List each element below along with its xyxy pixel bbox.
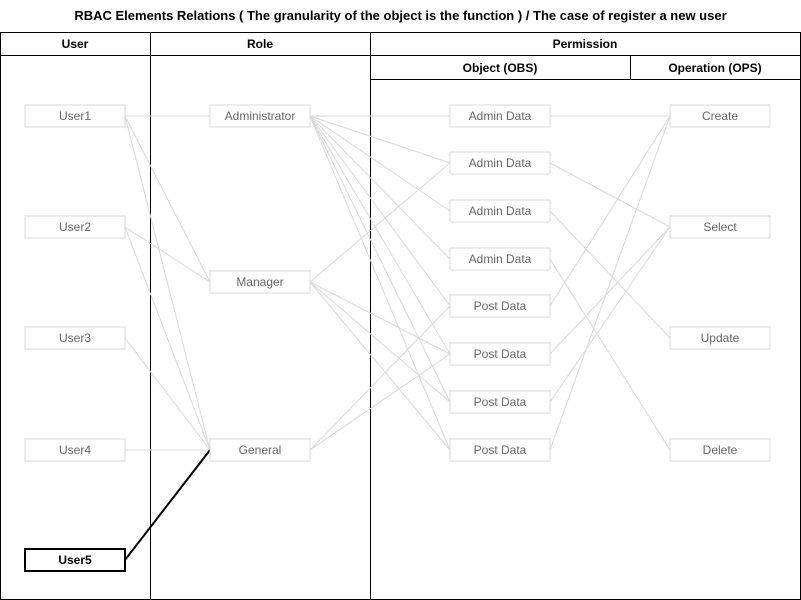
role-object-edge — [309, 305, 451, 451]
diagram-title: RBAC Elements Relations ( The granularit… — [74, 8, 727, 23]
object-node-label: Admin Data — [469, 109, 532, 123]
header-object: Object (OBS) — [463, 61, 538, 75]
header-user: User — [62, 37, 89, 51]
object-node-label: Admin Data — [469, 252, 532, 266]
object-node-box — [449, 247, 551, 271]
user-node-label: User2 — [59, 220, 91, 234]
user-node-label: User4 — [59, 443, 91, 457]
object-node-label: Post Data — [474, 347, 527, 361]
role-object-edge — [309, 115, 451, 355]
object-node-box — [449, 294, 551, 318]
user-node-box — [24, 438, 126, 462]
object-node-label: Admin Data — [469, 204, 532, 218]
user-node: User3 — [24, 326, 126, 350]
user-node: User5 — [24, 548, 126, 572]
user-role-edge — [124, 337, 211, 451]
object-node-box — [449, 390, 551, 414]
role-object-edge — [309, 353, 451, 451]
object-node: Admin Data — [449, 199, 551, 223]
role-node-label: Manager — [236, 275, 283, 289]
user-role-edge — [124, 226, 211, 451]
operation-node-label: Delete — [703, 443, 738, 457]
operation-node: Update — [669, 326, 771, 350]
header-role: Role — [247, 37, 273, 51]
object-node-label: Post Data — [474, 443, 527, 457]
role-object-edge — [309, 281, 451, 355]
object-node: Post Data — [449, 342, 551, 366]
operation-node: Create — [669, 104, 771, 128]
user-node: User2 — [24, 215, 126, 239]
role-object-edge — [309, 115, 451, 260]
object-node-box — [449, 104, 551, 128]
object-node: Admin Data — [449, 247, 551, 271]
operation-node: Delete — [669, 438, 771, 462]
object-operation-edge — [549, 226, 671, 403]
user-node-box — [24, 104, 126, 128]
object-node: Post Data — [449, 390, 551, 414]
role-node: Manager — [209, 270, 311, 294]
role-object-edge — [309, 115, 451, 307]
user-role-edge — [124, 115, 211, 283]
object-node: Post Data — [449, 438, 551, 462]
operation-node-label: Create — [702, 109, 738, 123]
role-node-label: Administrator — [225, 109, 296, 123]
role-node-box — [209, 270, 311, 294]
object-node-label: Admin Data — [469, 156, 532, 170]
user-node-box — [24, 326, 126, 350]
role-node: Administrator — [209, 104, 311, 128]
role-object-edge — [309, 115, 451, 212]
user-role-edge — [124, 226, 211, 283]
operation-node-label: Select — [703, 220, 737, 234]
header-permission: Permission — [553, 37, 618, 51]
object-node-box — [449, 438, 551, 462]
role-object-edge — [309, 281, 451, 403]
operation-node-box — [669, 438, 771, 462]
object-node-label: Post Data — [474, 395, 527, 409]
object-operation-edge — [549, 226, 671, 355]
object-operation-edge — [549, 210, 671, 339]
role-object-edge — [309, 115, 451, 403]
operation-node: Select — [669, 215, 771, 239]
role-node-box — [209, 438, 311, 462]
user-role-edge — [124, 115, 211, 451]
object-operation-edge — [549, 115, 671, 307]
role-object-edge — [309, 115, 451, 164]
user-node: User1 — [24, 104, 126, 128]
role-node: General — [209, 438, 311, 462]
operation-node-box — [669, 104, 771, 128]
object-node-box — [449, 342, 551, 366]
role-node-label: General — [239, 443, 282, 457]
operation-node-box — [669, 215, 771, 239]
header-operation: Operation (OPS) — [668, 61, 761, 75]
user-node-label: User1 — [59, 109, 91, 123]
object-node: Admin Data — [449, 104, 551, 128]
user-node-box — [24, 548, 126, 572]
object-operation-edge — [549, 258, 671, 451]
user-node-box — [24, 215, 126, 239]
user-role-edge — [124, 449, 211, 561]
object-node: Post Data — [449, 294, 551, 318]
user-node: User4 — [24, 438, 126, 462]
object-node-box — [449, 199, 551, 223]
user-node-label: User5 — [58, 553, 92, 567]
role-object-edge — [309, 281, 451, 451]
role-object-edge — [309, 162, 451, 283]
edges-layer — [124, 115, 671, 561]
role-node-box — [209, 104, 311, 128]
user-node-label: User3 — [59, 331, 91, 345]
object-node-box — [449, 151, 551, 175]
object-operation-edge — [549, 115, 671, 451]
object-operation-edge — [549, 162, 671, 228]
role-object-edge — [309, 115, 451, 451]
operation-node-box — [669, 326, 771, 350]
object-node-label: Post Data — [474, 299, 527, 313]
operation-node-label: Update — [701, 331, 740, 345]
object-node: Admin Data — [449, 151, 551, 175]
